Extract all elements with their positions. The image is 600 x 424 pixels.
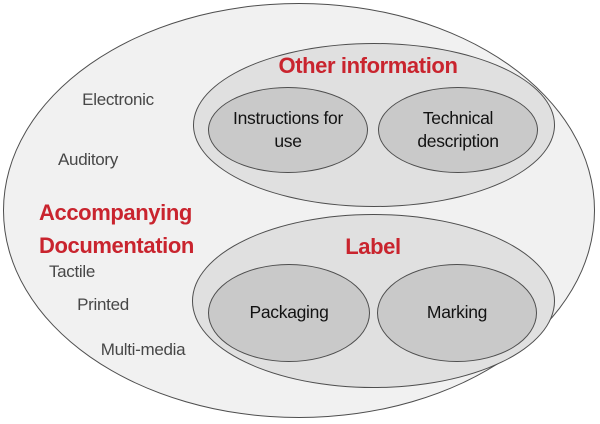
item-label-marking: Marking (426, 302, 488, 323)
diagram-title-line-1: Accompanying (39, 200, 192, 225)
outer-label-multi-media: Multi-media (100, 340, 186, 359)
item-ellipse-packaging: Packaging (208, 264, 370, 362)
outer-label-tactile: Tactile (48, 262, 96, 281)
item-label-technical-description: Technical description (417, 107, 499, 151)
item-ellipse-marking: Marking (377, 264, 537, 362)
group-title-label: Label (345, 234, 401, 259)
item-ellipse-technical-description: Technical description (378, 87, 538, 173)
outer-label-auditory: Auditory (58, 150, 118, 169)
outer-label-printed: Printed (77, 295, 129, 314)
diagram-title: Accompanying Documentation (39, 196, 194, 262)
diagram-title-line-2: Documentation (39, 233, 194, 258)
item-ellipse-instructions-for-use: Instructions for use (208, 87, 368, 173)
group-title-other-information: Other information (278, 53, 458, 78)
item-label-packaging: Packaging (249, 302, 329, 323)
outer-label-electronic: Electronic (82, 90, 154, 109)
item-label-instructions-for-use: Instructions for use (233, 107, 343, 151)
